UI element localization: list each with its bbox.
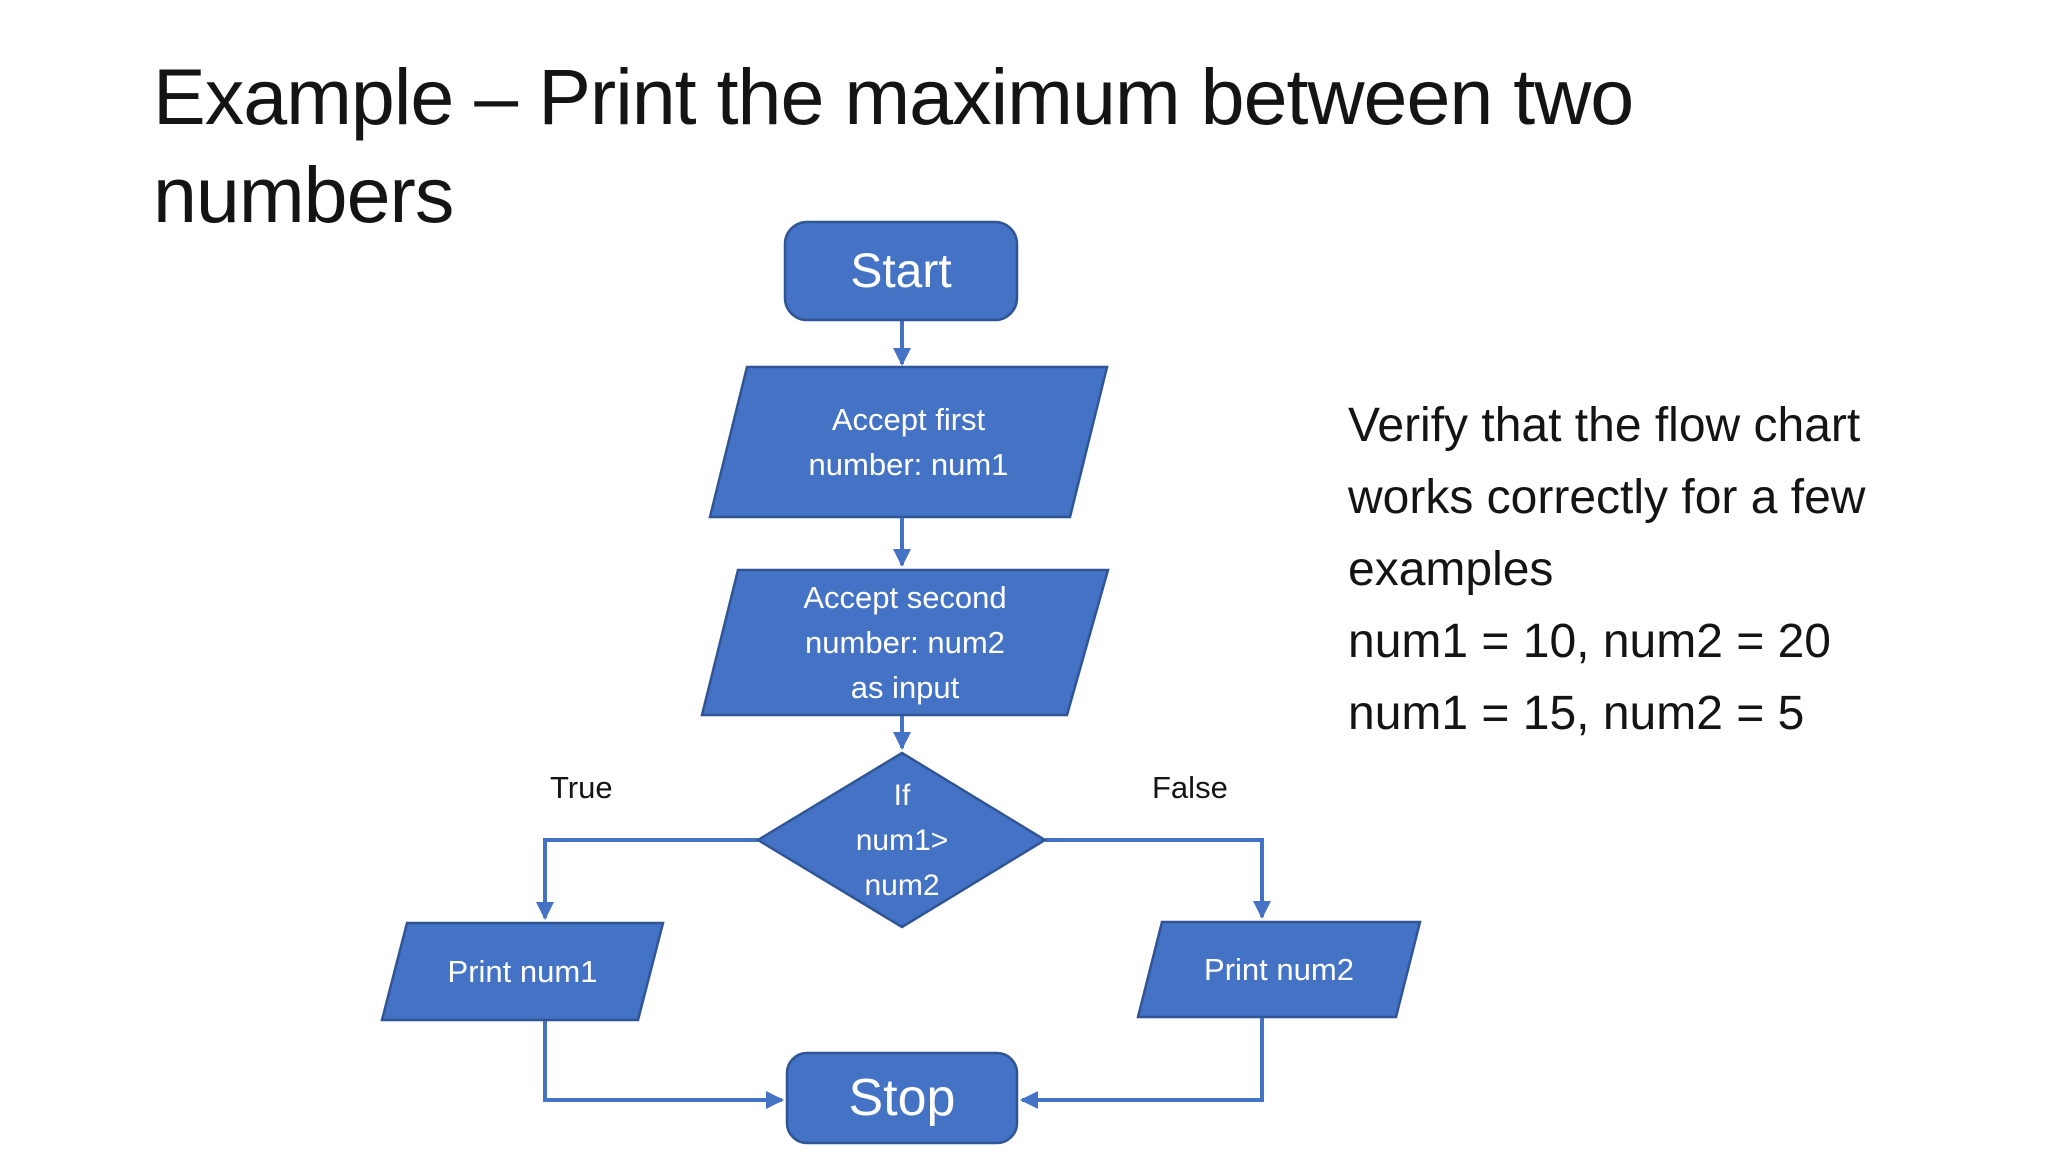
connector-false-branch	[1045, 838, 1271, 919]
input2-line1: Accept second	[803, 580, 1007, 615]
input1-parallelogram-shape	[708, 365, 1109, 519]
start-label: Start	[785, 222, 1017, 320]
decision-line3: num2	[864, 868, 940, 902]
input1-line2: number: num1	[808, 447, 1009, 482]
print1-label: Print num1	[382, 923, 663, 1020]
stop-terminator-shape	[785, 1051, 1019, 1145]
note-line: works correctly for a few	[1348, 471, 1866, 524]
print2-label: Print num2	[1138, 922, 1420, 1017]
false-branch-label: False	[1152, 770, 1228, 805]
note-line: Verify that the flow chart	[1348, 399, 1861, 452]
start-terminator-shape	[783, 220, 1019, 322]
stop-label-text: Stop	[848, 1069, 956, 1127]
slide-title-line2: numbers	[153, 150, 454, 239]
decision-line2: num1>	[855, 823, 949, 857]
start-label-text: Start	[850, 244, 952, 298]
input1-line1: Accept first	[831, 402, 986, 437]
true-branch-label: True	[550, 770, 613, 805]
slide-title: Example – Print the maximum between two …	[153, 48, 1913, 244]
note-line: examples	[1348, 543, 1554, 596]
print1-label-text: Print num1	[447, 954, 598, 989]
input1-label: Accept first number: num1	[710, 367, 1107, 517]
note-line: num1 = 10, num2 = 20	[1348, 615, 1831, 668]
note-line: num1 = 15, num2 = 5	[1348, 687, 1805, 740]
verification-note: Verify that the flow chart works correct…	[1348, 390, 2008, 750]
print2-parallelogram-shape	[1136, 920, 1422, 1019]
decision-label: If num1> num2	[777, 762, 1027, 918]
input2-line2: number: num2	[805, 625, 1005, 660]
connector-print1-to-stop	[543, 1020, 784, 1109]
connector-print2-to-stop	[1020, 1017, 1264, 1109]
input2-parallelogram-shape	[700, 568, 1110, 717]
print1-parallelogram-shape	[380, 921, 665, 1022]
decision-diamond-shape	[755, 751, 1048, 929]
slide-title-line1: Example – Print the maximum between two	[153, 52, 1634, 141]
print2-label-text: Print num2	[1204, 952, 1354, 987]
stop-label: Stop	[787, 1053, 1017, 1143]
input2-line3: as input	[850, 670, 960, 705]
decision-line1: If	[893, 778, 911, 812]
input2-label: Accept second number: num2 as input	[702, 570, 1108, 715]
connector-true-branch	[536, 838, 758, 920]
